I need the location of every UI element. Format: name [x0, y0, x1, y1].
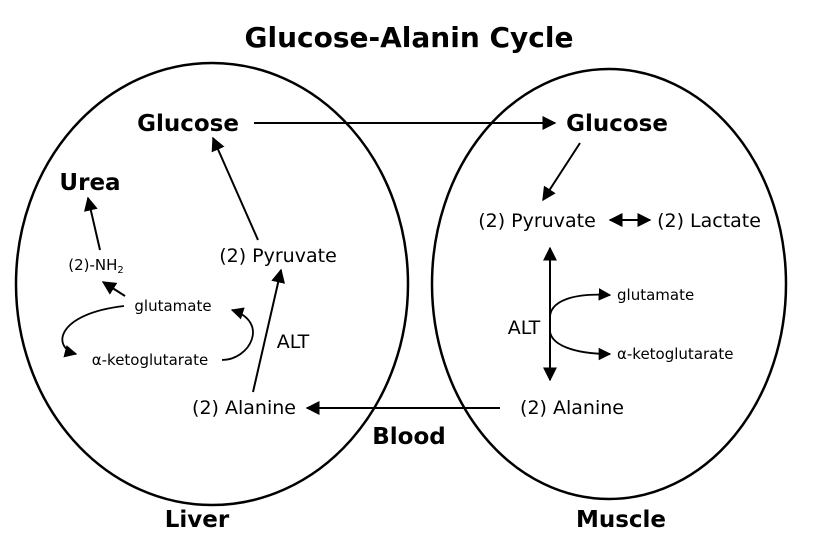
muscle-glucose: Glucose — [566, 111, 668, 137]
alanine-to-pyruvate-arrow — [252, 268, 286, 393]
glucose-to-pyruvate-arrow — [542, 142, 581, 202]
diagram-title: Glucose-Alanin Cycle — [245, 21, 574, 54]
muscle-lactate: (2) Lactate — [657, 210, 761, 232]
muscle-glutamate-curve — [549, 288, 612, 321]
muscle-glutamate: glutamate — [617, 286, 694, 304]
muscle-compartment — [430, 67, 788, 501]
liver-glutamate: glutamate — [134, 297, 211, 315]
glutamate-to-nh2-arrow — [101, 281, 126, 297]
ketoglutarate-to-glutamate-curve — [221, 307, 254, 361]
pyruvate-to-glucose-arrow — [211, 136, 259, 241]
liver-label: Liver — [165, 507, 230, 533]
muscle-label: Muscle — [576, 507, 666, 533]
liver-pyruvate: (2) Pyruvate — [219, 245, 337, 267]
muscle-pyruvate: (2) Pyruvate — [478, 210, 596, 232]
liver-alanine: (2) Alanine — [192, 397, 296, 419]
liver-alt-enzyme: ALT — [277, 331, 310, 353]
liver-ketoglutarate: α-ketoglutarate — [92, 351, 208, 369]
urea-label: Urea — [59, 170, 120, 196]
liver-compartment — [14, 61, 410, 507]
liver-glucose: Glucose — [137, 111, 239, 137]
muscle-alanine: (2) Alanine — [520, 397, 624, 419]
nh2-label: (2)-NH2 — [68, 256, 124, 276]
nh2-to-urea-arrow — [84, 196, 101, 251]
glutamate-to-ketoglutarate-curve — [61, 305, 125, 358]
blood-label: Blood — [372, 424, 445, 450]
muscle-ketoglutarate: α-ketoglutarate — [617, 345, 733, 363]
muscle-alt-enzyme: ALT — [508, 317, 541, 339]
muscle-ketoglutarate-curve — [549, 327, 612, 361]
